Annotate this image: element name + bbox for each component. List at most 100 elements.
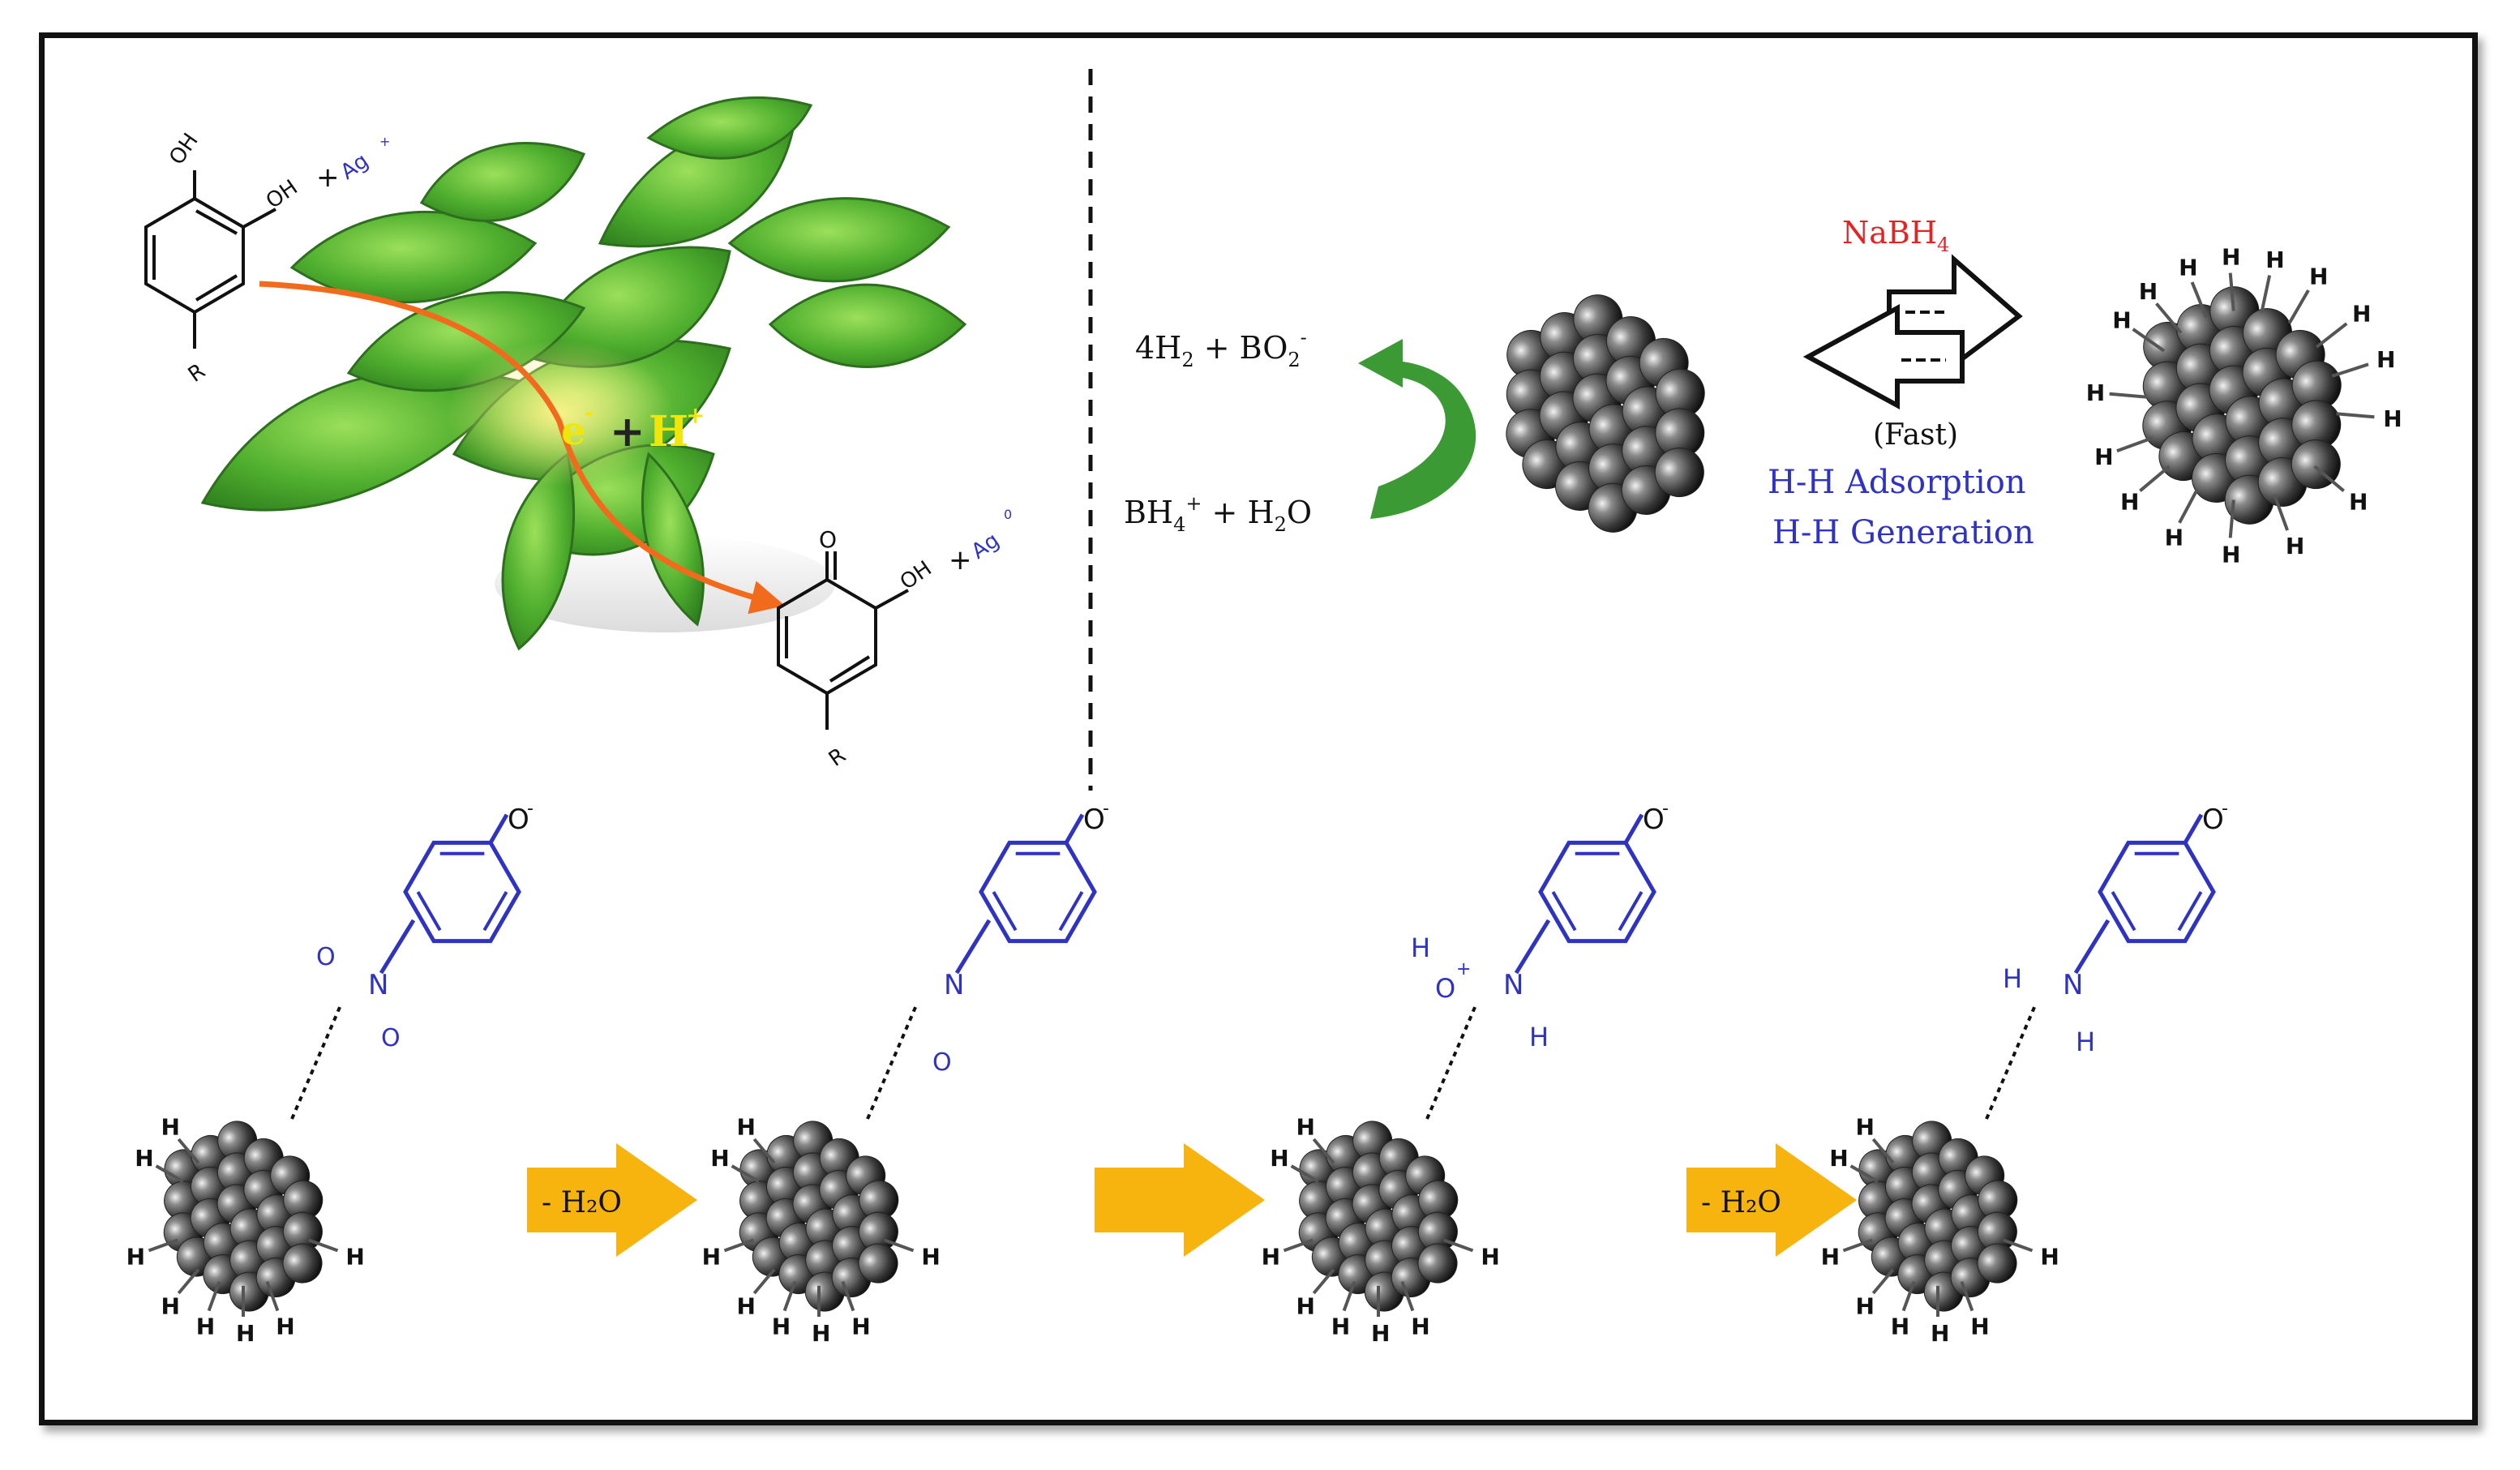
metal-h-bond	[1312, 1138, 1335, 1164]
phenolate-ring	[1538, 813, 1656, 944]
ring-double-bond	[2111, 890, 2136, 932]
nitrogen-label: N	[2063, 969, 2083, 1001]
ring-n-bond	[2073, 919, 2111, 975]
surface-h-label: H	[772, 1313, 791, 1339]
nanoparticle-cluster	[1858, 1121, 2018, 1312]
ring-double-bond	[1058, 891, 1084, 932]
ring-n-bond	[1514, 919, 1551, 975]
o-h: H	[1411, 932, 1430, 963]
surface-h-label: H	[1931, 1320, 1949, 1347]
orange-arrow	[1095, 1143, 1265, 1257]
surface-h-label: H	[2040, 1243, 2059, 1270]
step-label: - H₂O	[1701, 1186, 1781, 1219]
surface-h-label: H	[2139, 278, 2158, 305]
surface-interaction-hash	[290, 1005, 342, 1120]
surface-h-label: H	[2309, 264, 2328, 290]
borate-products: 4H2 + BO2-	[1135, 326, 1307, 371]
ring-double-bond	[1551, 890, 1577, 932]
surface-h-label: H	[921, 1243, 940, 1270]
surface-h-label: H	[1270, 1145, 1288, 1172]
surface-h-label: H	[2165, 524, 2184, 551]
plus-sign-1: +	[316, 161, 340, 194]
metal-h-bond	[155, 1164, 184, 1183]
phenolate-charge: -	[2222, 799, 2228, 819]
r-group-label-2: R	[825, 744, 851, 772]
metal-h-bond	[2315, 322, 2348, 349]
borohydride-reactants: BH4+ + H2O	[1124, 492, 1312, 536]
metal-h-bond	[782, 1280, 797, 1312]
metal-h-bond	[177, 1138, 200, 1164]
step-arrow-2	[1095, 1143, 1265, 1257]
metal-h-bond	[2313, 465, 2345, 492]
nitroso-o: O	[932, 1048, 952, 1077]
oh-side-label: OH	[262, 175, 302, 214]
metal-h-bond	[2178, 488, 2199, 524]
silver-metal-charge: 0	[1004, 507, 1012, 522]
metal-h-bond	[1283, 1238, 1314, 1253]
surface-h-label: H	[851, 1313, 870, 1339]
nanoparticle-cluster	[163, 1121, 324, 1312]
metal-h-bond	[752, 1138, 776, 1164]
surface-h-label: H	[135, 1145, 153, 1172]
phenolate-ring	[2098, 813, 2216, 944]
silver-ion-charge: +	[379, 134, 390, 149]
nitrogen-label: N	[368, 969, 388, 1001]
step-label: - H₂O	[542, 1186, 622, 1219]
ring-double-bond	[1015, 851, 1061, 855]
phenolate-o: O	[1083, 804, 1105, 836]
ring-n-bond	[954, 919, 992, 975]
nitro-o-1: O	[316, 943, 336, 971]
metal-h-bond	[148, 1238, 179, 1253]
adsorption-note: H-H Adsorption	[1768, 464, 2026, 501]
curved-reaction-arrow	[1358, 339, 1476, 519]
metal-h-bond	[2116, 436, 2154, 452]
metal-h-bond	[1342, 1280, 1356, 1312]
surface-h-label: H	[702, 1243, 721, 1270]
metal-h-bond	[2139, 465, 2171, 492]
c-o-bond	[1064, 813, 1085, 844]
metal-h-bond	[1871, 1268, 1895, 1295]
metal-h-bond	[1960, 1280, 1974, 1312]
surface-h-label: H	[2094, 444, 2113, 470]
metal-h-bond	[2331, 362, 2369, 378]
metal-h-bond	[1290, 1164, 1319, 1183]
proton-charge: +	[686, 402, 705, 429]
surface-h-label: H	[1262, 1243, 1280, 1270]
metal-atom	[1417, 1243, 1458, 1284]
generation-note: H-H Generation	[1772, 514, 2034, 551]
r-group-label-1: R	[184, 359, 210, 388]
metal-h-bond	[177, 1268, 200, 1295]
metal-h-bond	[2155, 302, 2183, 334]
surface-h-label: H	[2376, 346, 2395, 373]
benzene-ring	[979, 840, 1097, 944]
silver-metal-label: Ag	[967, 528, 1004, 564]
glow	[446, 341, 673, 486]
surface-h-label: H	[2383, 405, 2402, 432]
surface-h-label: H	[126, 1243, 145, 1270]
metal-h-bond	[307, 1238, 339, 1253]
surface-h-label: H	[2086, 379, 2105, 406]
step-arrow-3: - H₂O	[1686, 1143, 1857, 1257]
bridging-h-2: H	[2076, 1026, 2095, 1057]
surface-h-label: H	[1331, 1313, 1350, 1339]
surface-h-label: H	[1481, 1243, 1499, 1270]
surface-h-label: H	[161, 1292, 179, 1319]
surface-h-label: H	[1970, 1313, 1989, 1339]
surface-h-label: H	[736, 1292, 755, 1319]
surface-h-label: H	[1371, 1320, 1390, 1347]
phenolate-o: O	[508, 804, 529, 836]
surface-h-label: H	[2112, 306, 2131, 333]
o-plus: +	[1456, 959, 1471, 979]
metal-h-bond	[752, 1268, 776, 1295]
metal-h-bond	[1400, 1280, 1415, 1312]
equilibrium-arrows	[1802, 254, 2023, 410]
metal-h-bond	[2228, 499, 2235, 538]
c-o-bond	[2183, 813, 2204, 844]
oh-top-label: OH	[165, 129, 204, 169]
ring-double-bond	[439, 851, 485, 855]
ring-n-bond	[379, 919, 416, 975]
orange-arrow	[527, 1143, 697, 1257]
